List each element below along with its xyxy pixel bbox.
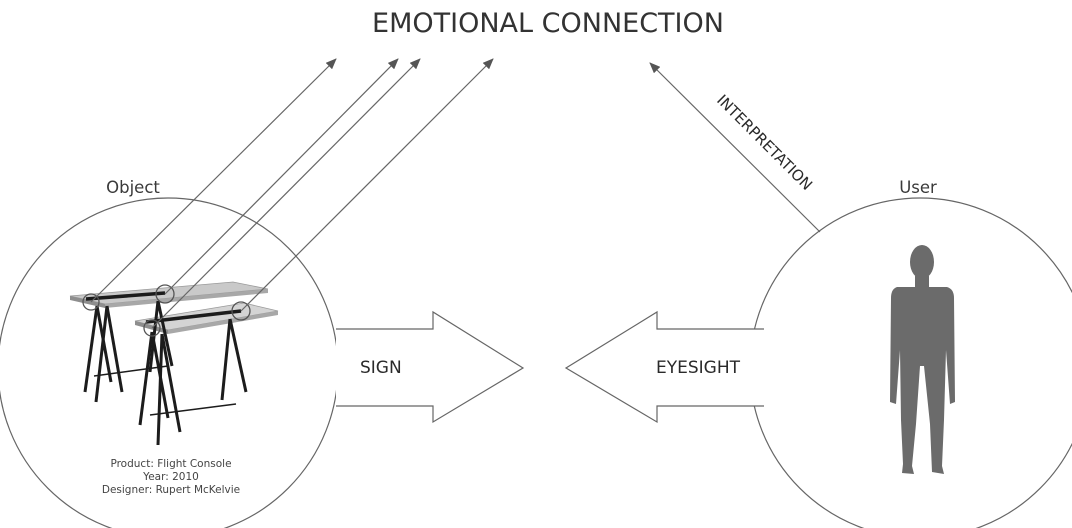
sign-label: SIGN — [360, 358, 402, 378]
connection-arrow — [240, 58, 494, 312]
product-name: Product: Flight Console — [110, 458, 231, 470]
highlight-circle — [231, 301, 251, 321]
highlight-circle — [82, 293, 100, 311]
sign-arrow — [336, 310, 525, 424]
product-year: Year: 2010 — [142, 471, 199, 483]
person-silhouette-icon — [890, 245, 955, 474]
connection-arrow — [151, 58, 421, 329]
highlight-circles — [82, 284, 251, 337]
highlight-circle — [155, 284, 175, 304]
interpretation-label: INTERPRETATION — [713, 91, 816, 194]
diagram-title: EMOTIONAL CONNECTION — [372, 8, 724, 39]
user-label: User — [899, 178, 937, 197]
connection-arrows — [90, 58, 494, 329]
eyesight-arrow — [564, 310, 764, 424]
eyesight-label: EYESIGHT — [656, 358, 741, 378]
connection-arrow — [90, 58, 337, 303]
product-designer: Designer: Rupert McKelvie — [102, 484, 240, 496]
highlight-circle — [143, 319, 161, 337]
interpretation-arrow — [649, 62, 821, 233]
object-label: Object — [106, 178, 160, 197]
connection-arrow — [164, 58, 399, 295]
